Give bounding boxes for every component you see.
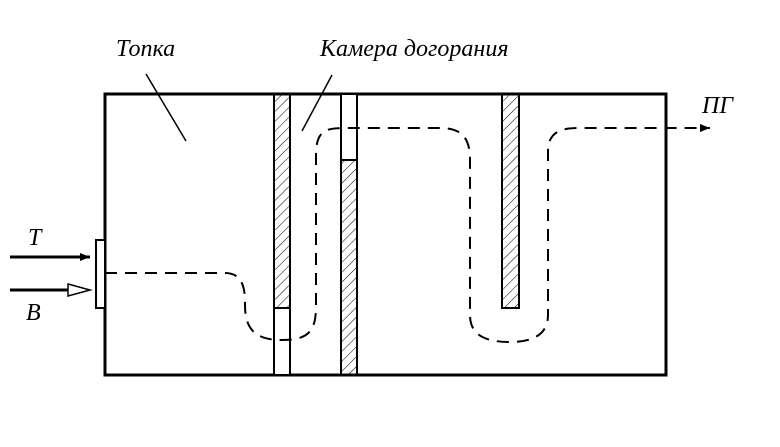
wall-1-hatched (273, 93, 291, 309)
flue-gases-label: ПГ (701, 93, 734, 119)
air-label: В (26, 300, 41, 326)
furnace-leader-line (145, 73, 187, 142)
furnace-label: Топка (116, 36, 175, 62)
wall-2-hatched (340, 159, 358, 376)
afterburn-chamber-label: Камера догорания (319, 36, 508, 62)
fuel-label: Т (28, 225, 43, 251)
air-arrow-head (67, 283, 93, 297)
baffle-hatched (501, 93, 520, 309)
burner-nozzle (95, 239, 106, 309)
gas-flow-path (105, 124, 710, 344)
afterburn-leader-line (301, 74, 333, 132)
housing (103, 92, 668, 377)
wall-1-lower (273, 307, 291, 376)
